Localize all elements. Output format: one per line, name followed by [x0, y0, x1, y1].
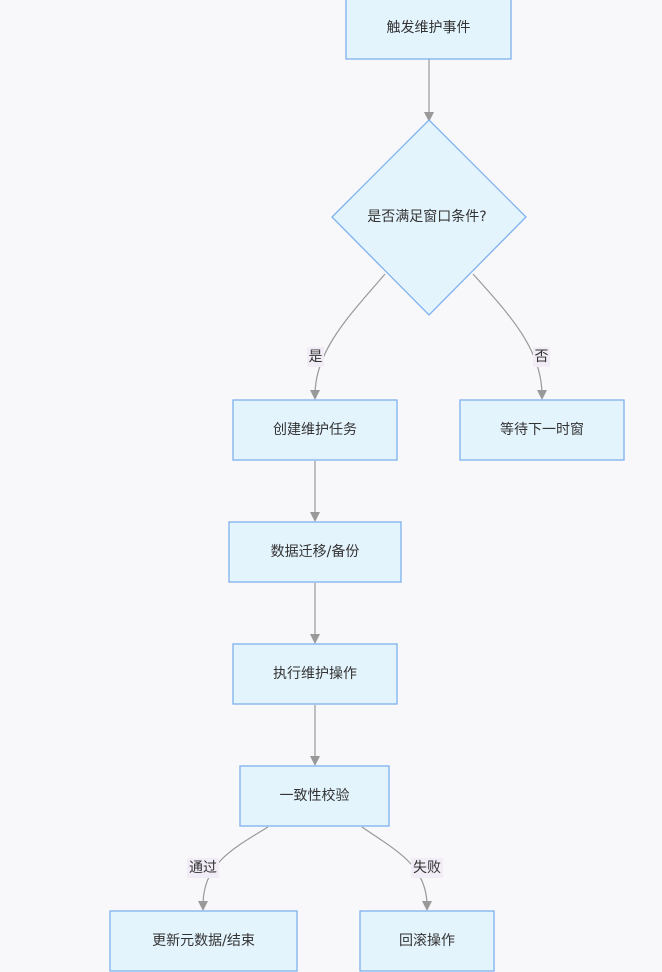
node-decision[interactable]: 是否满足窗口条件?	[331, 119, 527, 316]
node-decision-diamond	[331, 119, 527, 316]
node-decision-label: 是否满足窗口条件?	[367, 208, 486, 225]
node-migrate-backup-box	[228, 521, 402, 583]
edges	[198, 59, 547, 911]
node-create-task-label: 创建维护任务	[273, 422, 357, 438]
edge-label-no-bg	[533, 347, 550, 367]
edge-label-yes-bg	[307, 347, 324, 367]
edge-arrowhead	[310, 634, 320, 644]
node-wait-window-label: 等待下一时窗	[500, 421, 584, 438]
edge-verify-to-update	[202, 826, 269, 907]
edge-label-fail-bg	[411, 858, 443, 878]
node-wait-window-box	[459, 399, 625, 461]
node-rollback-box	[359, 910, 495, 972]
edge-decision-to-create	[314, 273, 386, 396]
node-execute[interactable]: 执行维护操作	[232, 643, 398, 705]
node-trigger-label: 触发维护事件	[387, 20, 471, 36]
node-verify-box	[239, 765, 390, 827]
edge-label-pass-bg	[187, 858, 219, 878]
edge-labels: 是 否 通过 失败	[187, 347, 550, 878]
edge-label-fail: 失败	[413, 860, 441, 876]
edge-verify-to-rollback	[361, 826, 428, 907]
edge-label-no: 否	[535, 349, 549, 365]
node-migrate-backup[interactable]: 数据迁移/备份	[228, 521, 402, 583]
node-update-finish[interactable]: 更新元数据/结束	[109, 910, 298, 972]
node-wait-window[interactable]: 等待下一时窗	[459, 399, 625, 461]
node-rollback[interactable]: 回滚操作	[359, 910, 495, 972]
node-verify[interactable]: 一致性校验	[239, 765, 390, 827]
edge-arrowhead	[422, 901, 432, 911]
edge-label-yes: 是	[309, 349, 323, 365]
node-create-task-box	[232, 399, 398, 461]
edge-label-pass: 通过	[189, 860, 217, 876]
node-update-finish-label: 更新元数据/结束	[152, 933, 255, 949]
node-rollback-label: 回滚操作	[399, 932, 455, 949]
edge-arrowhead	[537, 390, 547, 400]
node-update-finish-box	[109, 910, 298, 972]
edge-decision-to-wait	[472, 273, 543, 396]
edge-arrowhead	[198, 901, 208, 911]
node-verify-label: 一致性校验	[280, 787, 350, 804]
edge-arrowhead	[310, 756, 320, 766]
node-trigger[interactable]: 触发维护事件	[345, 0, 512, 60]
edge-arrowhead	[310, 390, 320, 400]
node-create-task[interactable]: 创建维护任务	[232, 399, 398, 461]
edge-arrowhead	[310, 512, 320, 522]
node-trigger-box	[345, 0, 512, 60]
nodes: 触发维护事件 是否满足窗口条件? 创建维护任务 等待下一时窗 数据迁移/备份 执…	[109, 0, 625, 972]
edge-arrowhead	[424, 112, 434, 122]
node-migrate-backup-label: 数据迁移/备份	[271, 543, 360, 560]
node-execute-box	[232, 643, 398, 705]
node-execute-label: 执行维护操作	[273, 666, 357, 682]
